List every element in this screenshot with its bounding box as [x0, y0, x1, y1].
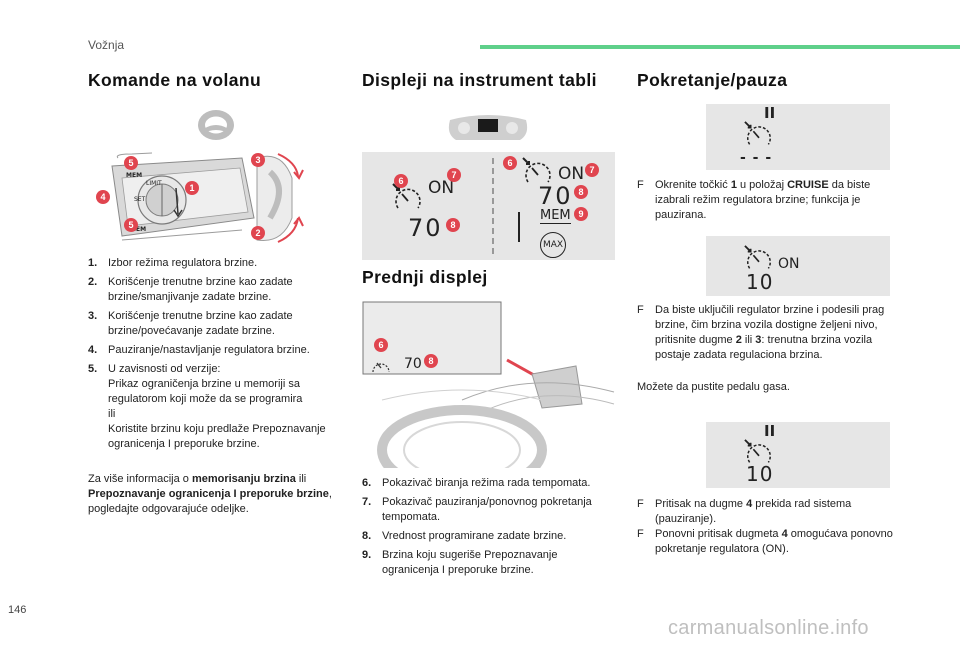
- speed-value: 10: [746, 462, 774, 486]
- title-steering-controls: Komande na volanu: [88, 70, 262, 90]
- pause-symbol: II: [764, 422, 776, 440]
- steering-wheel-icon: [198, 110, 234, 140]
- speedometer-icon: [744, 439, 771, 463]
- display-items-list: 6.Pokazivač biranja režima rada tempomat…: [362, 476, 612, 582]
- cruise-control-stalk-illustration: [111, 152, 304, 243]
- status-panel-on: ON 10: [706, 236, 890, 296]
- list-item: 2.Korišćenje trenutne brzine kao zadate …: [88, 276, 293, 303]
- speedometer-icon: [744, 245, 771, 269]
- on-label: ON: [778, 256, 800, 272]
- title-front-display: Prednji displej: [362, 267, 488, 287]
- switch-label-mem-top: MEM: [126, 172, 143, 179]
- release-pedal-note: Možete da pustite pedalu gasa.: [637, 381, 790, 393]
- memory-note: Za više informacija o memorisanju brzina…: [88, 473, 332, 515]
- page-number: 146: [8, 604, 27, 616]
- callout-8-right: 8: [574, 185, 588, 199]
- callout-2: 2: [251, 226, 265, 240]
- callout-7-right: 7: [585, 163, 599, 177]
- list-item: 6.Pokazivač biranja režima rada tempomat…: [362, 477, 591, 489]
- speed-value: 10: [746, 270, 774, 294]
- callout-8-left: 8: [446, 218, 460, 232]
- list-item: 7.Pokazivač pauziranja/ponovnog pokretan…: [362, 496, 592, 523]
- status-panel-paused-speed: II 10: [706, 422, 890, 488]
- title-instrument-displays: Displeji na instrument tabli: [362, 70, 597, 90]
- callout-5-bottom: 5: [124, 218, 138, 232]
- switch-label-set: SET: [134, 196, 146, 203]
- callout-6-left: 6: [394, 174, 408, 188]
- display-on-label-right: ON: [558, 164, 585, 184]
- callout-6-right: 6: [503, 156, 517, 170]
- speedometer-icon-right: [522, 157, 551, 183]
- list-item: 9.Brzina koju sugeriše Prepoznavanje ogr…: [362, 549, 558, 576]
- callout-5-top: 5: [124, 156, 138, 170]
- callout-7-left: 7: [447, 168, 461, 182]
- switch-label-mem-bottom: MEM: [130, 226, 147, 233]
- display-speed-left: 70: [408, 214, 443, 242]
- callout-4: 4: [96, 190, 110, 204]
- section-tag: Vožnja: [88, 38, 125, 52]
- display-speed-right: 70: [538, 182, 573, 210]
- hud-speed-value: 70: [404, 356, 422, 372]
- head-up-display-illustration: [362, 301, 615, 468]
- list-item: 8.Vrednost programirane zadate brzine.: [362, 530, 567, 542]
- display-mem-label: MEM: [540, 208, 571, 224]
- callout-6-hud: 6: [374, 338, 388, 352]
- speedometer-icon: [392, 183, 421, 209]
- mem-arrow-line: [518, 212, 520, 242]
- status-panel-paused: II - - -: [706, 104, 890, 170]
- watermark: carmanualsonline.info: [668, 617, 869, 639]
- display-divider: [492, 158, 494, 254]
- list-item: 1.Izbor režima regulatora brzine.: [88, 257, 258, 269]
- speedometer-icon: [744, 121, 771, 145]
- instrument-display-panel: ON 70 ON 70 MEM MAX: [362, 152, 615, 260]
- callout-1: 1: [185, 181, 199, 195]
- steering-controls-list: 1.Izbor režima regulatora brzine. 2.Kori…: [88, 256, 336, 456]
- callout-8-hud: 8: [424, 354, 438, 368]
- section-accent-bar: [480, 45, 960, 49]
- speed-dashes: - - -: [740, 150, 773, 166]
- list-item: 4.Pauziranje/nastavljanje regulatora brz…: [88, 344, 310, 356]
- callout-9: 9: [574, 207, 588, 221]
- hud-speedometer-icon: [372, 362, 390, 373]
- title-start-pause: Pokretanje/pauza: [637, 70, 788, 90]
- instrument-cluster-icon: [448, 115, 528, 140]
- display-on-label-left: ON: [428, 178, 455, 198]
- pause-symbol: II: [764, 104, 776, 122]
- display-max-badge: MAX: [540, 232, 566, 258]
- callout-3: 3: [251, 153, 265, 167]
- list-item: 5. U zavisnosti od verzije: Prikaz ogran…: [88, 363, 326, 450]
- switch-label-limit: LIMIT: [146, 180, 162, 187]
- list-item: 3.Korišćenje trenutne brzine kao zadate …: [88, 310, 293, 337]
